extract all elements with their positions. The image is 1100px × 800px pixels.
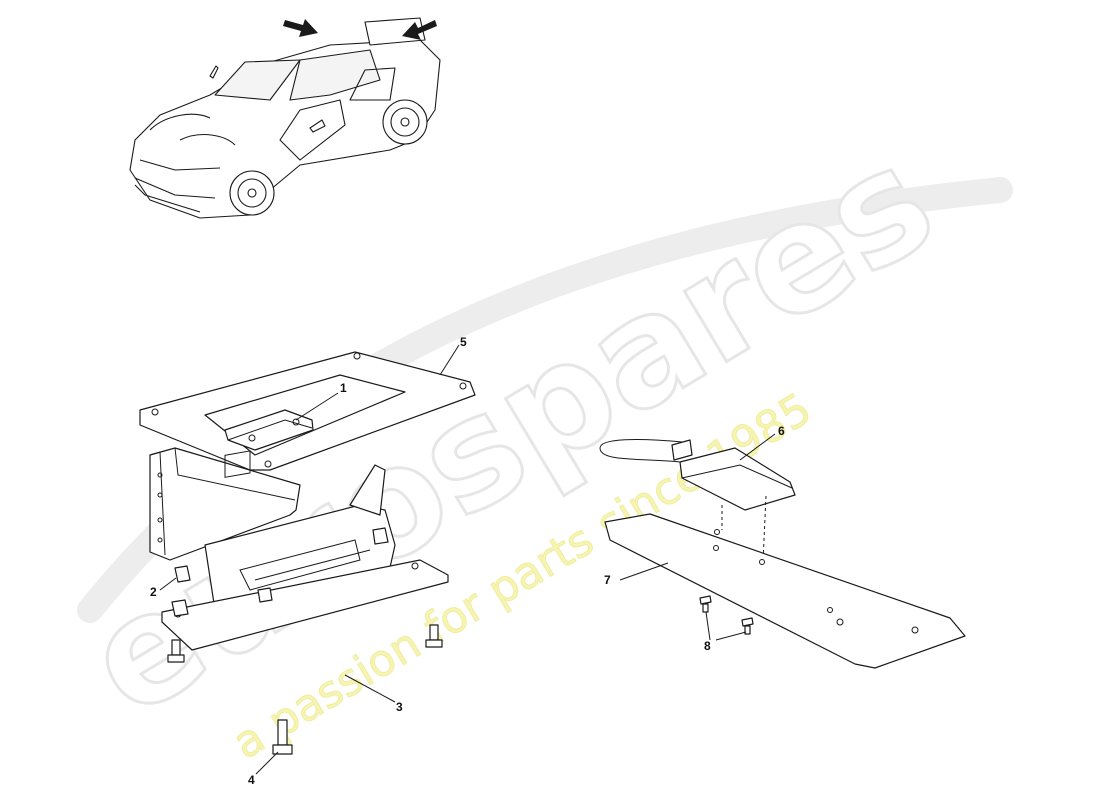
part-4-screws (167, 624, 443, 755)
callout-8: 8 (704, 639, 711, 653)
part-1-module (224, 409, 314, 451)
callout-2: 2 (150, 585, 157, 599)
part-7-mounting-plate (604, 513, 966, 669)
part-6-antenna-module (599, 439, 796, 563)
callout-5: 5 (460, 335, 467, 349)
callout-1: 1 (340, 381, 347, 395)
callout-7: 7 (604, 573, 611, 587)
car-illustration (129, 17, 441, 219)
main-unit (149, 447, 301, 561)
callout-6: 6 (778, 424, 785, 438)
part-2-bolts (171, 527, 389, 617)
leader-lines (159, 344, 776, 775)
callouts: 1 2 3 4 5 6 7 8 (150, 335, 785, 787)
callout-4: 4 (248, 773, 255, 787)
arrow-icon (283, 19, 318, 37)
callout-3: 3 (396, 700, 403, 714)
part-8-screws (699, 595, 754, 635)
arrow-icon (402, 20, 437, 40)
